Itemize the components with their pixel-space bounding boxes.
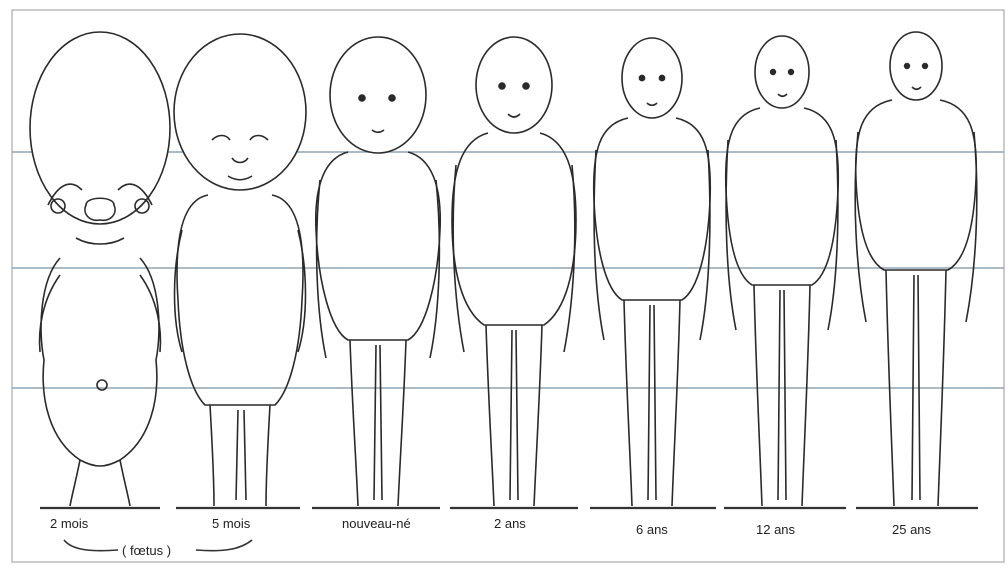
eye-right [789,70,794,75]
head [755,36,809,108]
head [330,37,426,153]
label-25-ans: 25 ans [892,522,932,537]
label-2-ans: 2 ans [494,516,526,531]
eye-right [523,83,529,89]
fetus-label: ( fœtus ) [122,543,171,558]
head [476,37,552,133]
head [30,32,170,224]
label-nouveau-ne: nouveau-né [342,516,411,531]
eye-right [389,95,395,101]
eye-left [639,75,644,80]
label-2-mois: 2 mois [50,516,89,531]
eye-left [499,83,505,89]
label-5-mois: 5 mois [212,516,251,531]
eye-left [359,95,365,101]
eye-right [923,64,928,69]
head [174,34,306,190]
eye-left [905,64,910,69]
eye-left [771,70,776,75]
label-6-ans: 6 ans [636,522,668,537]
eye-right [659,75,664,80]
label-12-ans: 12 ans [756,522,796,537]
